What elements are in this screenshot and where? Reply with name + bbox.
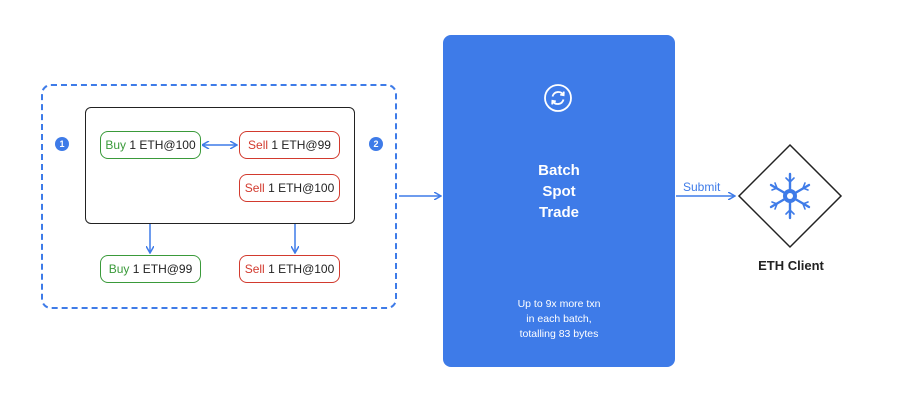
- ethereum-client-logo: [769, 172, 811, 220]
- order-side: Sell: [248, 138, 269, 152]
- order-qty: 1 ETH: [129, 138, 164, 152]
- batch-desc-line: in each batch,: [526, 313, 592, 325]
- order-side: Buy: [105, 138, 127, 152]
- batch-title: Batch Spot Trade: [443, 160, 675, 223]
- refresh-cycle-icon: [544, 84, 572, 112]
- order-price: @100: [302, 181, 335, 195]
- batch-description: Up to 9x more txn in each batch, totalli…: [443, 297, 675, 342]
- batch-title-line: Batch: [538, 162, 580, 179]
- sell-order-middle: Sell 1 ETH@100: [239, 174, 340, 202]
- order-price: @100: [163, 138, 196, 152]
- step-two-badge: 2: [369, 137, 383, 151]
- batch-desc-line: totalling 83 bytes: [519, 328, 599, 340]
- order-price: @99: [166, 262, 193, 276]
- order-qty: 1 ETH: [132, 262, 167, 276]
- order-side: Sell: [244, 262, 265, 276]
- order-price: @100: [302, 262, 335, 276]
- submit-label: Submit: [683, 180, 721, 194]
- batch-title-line: Trade: [538, 204, 580, 221]
- batch-desc-line: Up to 9x more txn: [517, 298, 601, 310]
- sell-order-top: Sell 1 ETH@99: [239, 131, 340, 159]
- order-price: @99: [305, 138, 331, 152]
- step-one-badge: 1: [55, 137, 69, 151]
- order-qty: 1 ETH: [268, 262, 303, 276]
- order-matching-group: [41, 84, 397, 309]
- sell-order-result: Sell 1 ETH@100: [239, 255, 340, 283]
- order-side: Buy: [108, 262, 130, 276]
- batch-title-line: Spot: [542, 183, 576, 200]
- eth-client-label: ETH Client: [758, 258, 824, 273]
- order-side: Sell: [244, 181, 265, 195]
- buy-order-result: Buy 1 ETH@99: [100, 255, 201, 283]
- batch-spot-trade-card: Batch Spot Trade Up to 9x more txn in ea…: [443, 35, 675, 367]
- order-book-box: [85, 107, 355, 224]
- buy-order-top: Buy 1 ETH@100: [100, 131, 201, 159]
- order-qty: 1 ETH: [271, 138, 306, 152]
- order-qty: 1 ETH: [268, 181, 303, 195]
